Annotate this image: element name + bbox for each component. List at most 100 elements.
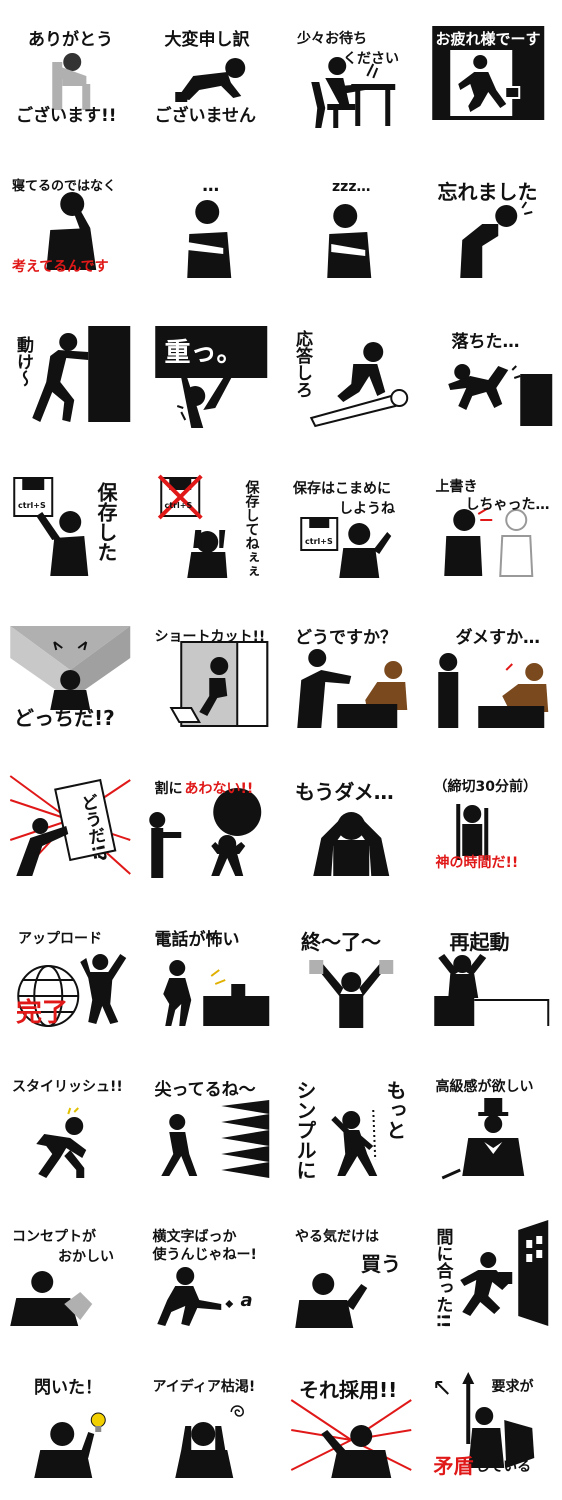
exit-sign-runner-icon <box>431 26 544 120</box>
sticker-doudesuka[interactable]: どうですか？ <box>281 600 422 750</box>
shortcut-door-figure-icon <box>169 641 268 727</box>
overloaded-figure-icon <box>148 788 261 878</box>
sticker-text: 神の時間だ!! <box>435 855 519 871</box>
sticker-text: ショートカット!! <box>154 629 266 645</box>
sticker-shuuryou[interactable]: 終～了～ <box>281 900 422 1050</box>
floppy-label: ctrl+S <box>305 537 333 546</box>
sticker-text: 要求が <box>491 1379 534 1395</box>
sticker-text: 終～了～ <box>301 930 381 954</box>
kneeling-apology-figure-icon <box>174 58 245 102</box>
sticker-text: 完了 <box>16 998 69 1028</box>
sticker-uwagaki[interactable]: 上書き しちゃった… <box>422 450 562 600</box>
running-door-figure-icon <box>459 1220 548 1326</box>
sticker-koukyuu[interactable]: 高級感が欲しい <box>422 1050 562 1200</box>
sticker-hozonshita[interactable]: ctrl+S 保存した <box>0 450 141 600</box>
sticker-simple[interactable]: シンプルに もっと <box>281 1050 422 1200</box>
sticker-text: 応答しろ <box>292 330 312 398</box>
sticker-text: 間に合った!! <box>432 1228 453 1329</box>
sticker-mujun[interactable]: 要求が 矛盾 している <box>422 1350 562 1500</box>
sticker-denwa[interactable]: 電話が怖い <box>141 900 282 1050</box>
sticker-douda[interactable]: どうだ!? <box>0 750 141 900</box>
sticker-text: している <box>475 1459 532 1475</box>
sticker-damesuka[interactable]: ダメすか… <box>422 600 562 750</box>
restart-figure-icon <box>433 954 549 1026</box>
sticker-text: コンセプトが <box>12 1229 96 1245</box>
sticker-text: アイディア枯渇! <box>152 1379 256 1395</box>
globe-upload-figure-icon <box>17 954 127 1027</box>
sticker-maniatta[interactable]: 間に合った!! <box>422 1200 562 1350</box>
sticker-text: ございません <box>154 106 257 126</box>
sticker-kangaeteru[interactable]: 寝てるのではなく 考えてるんです <box>0 150 141 300</box>
sticker-arigatou[interactable]: ありがとう ございます!! <box>0 0 141 150</box>
sticker-omo[interactable]: 重っ。 <box>141 300 282 450</box>
sticker-moushiwake[interactable]: 大変申し訳 ございません <box>141 0 282 150</box>
sticker-text: 買う <box>361 1252 401 1276</box>
sticker-shimekiri[interactable]: （締切30分前） 神の時間だ!! <box>422 750 562 900</box>
sticker-otsukare[interactable]: お疲れ様でーす <box>422 0 562 150</box>
kicking-figure-icon <box>156 1267 233 1326</box>
sticker-text: 上書き <box>435 479 478 495</box>
top-hat-figure-icon <box>441 1098 524 1180</box>
sticker-moudame[interactable]: もうダメ… <box>281 750 422 900</box>
sticker-text: 動け～ <box>13 336 33 387</box>
sticker-wasuremashita[interactable]: 忘れました <box>422 150 562 300</box>
sticker-text: 尖ってるね～ <box>154 1080 256 1100</box>
sticker-yaruki[interactable]: やる気だけは 買う <box>281 1200 422 1350</box>
sticker-warini[interactable]: 割に あわない!! <box>141 750 282 900</box>
sticker-togatteru[interactable]: 尖ってるね～ <box>141 1050 282 1200</box>
sticker-zzz[interactable]: zzz… <box>281 150 422 300</box>
sticker-text: zzz… <box>332 179 371 195</box>
sticker-stylish[interactable]: スタイリッシュ!! <box>0 1050 141 1200</box>
sticker-text: 電話が怖い <box>154 930 240 950</box>
sticker-upload[interactable]: アップロード 完了 <box>0 900 141 1050</box>
sticker-text: それ採用!! <box>299 1378 398 1402</box>
sticker-text: 寝てるのではなく <box>12 179 117 194</box>
floppy-disk-figure-icon <box>13 477 89 576</box>
sticker-dots[interactable]: … <box>141 150 282 300</box>
sticker-text: 保存してねぇぇ <box>243 480 260 578</box>
sticker-ugoke[interactable]: 動け～ <box>0 300 141 450</box>
sticker-saikidou[interactable]: 再起動 <box>422 900 562 1050</box>
sticker-text: 保存した <box>94 482 118 562</box>
sticker-koketsu[interactable]: アイディア枯渇! <box>141 1350 282 1500</box>
sticker-text: おかしい <box>58 1249 114 1265</box>
sticker-outou[interactable]: 応答しろ <box>281 300 422 450</box>
sticker-text: 少々お待ち <box>297 31 367 47</box>
sticker-text: しようね <box>339 501 395 517</box>
sticker-text: シンプルに <box>293 1080 317 1180</box>
sticker-shoushou[interactable]: 少々お待ち ください <box>281 0 422 150</box>
presenting-figure-icon <box>297 649 408 728</box>
sticker-text: … <box>202 176 220 196</box>
sticker-text: どうですか？ <box>295 628 397 648</box>
sticker-text: もっと <box>383 1080 407 1140</box>
sticker-text: あわない!! <box>184 781 254 797</box>
sleeping-figure-icon <box>327 204 372 278</box>
sticker-text: 落ちた… <box>451 332 520 352</box>
despair-figure-icon <box>313 812 390 876</box>
falling-figure-icon <box>447 364 552 426</box>
sticker-text: 割に <box>154 781 183 797</box>
sticker-text: 高級感が欲しい <box>435 1079 534 1095</box>
arrows-choice-figure-icon <box>10 626 131 710</box>
sticker-hirameita[interactable]: 閃いた！ <box>0 1350 141 1500</box>
sticker-komameni[interactable]: ctrl+S 保存はこまめに しようね <box>281 450 422 600</box>
sticker-docchida[interactable]: どっちだ!? <box>0 600 141 750</box>
sticker-text: お疲れ様でーす <box>435 30 541 48</box>
sticker-text: しちゃった… <box>465 497 550 513</box>
sticker-text: スタイリッシュ!! <box>12 1079 123 1095</box>
sticker-concept[interactable]: コンセプトが おかしい <box>0 1200 141 1350</box>
sticker-text: 忘れました <box>437 180 538 204</box>
sticker-saiyou[interactable]: それ採用!! <box>281 1350 422 1500</box>
sticker-ochita[interactable]: 落ちた… <box>422 300 562 450</box>
concept-figure-icon <box>10 1271 93 1326</box>
shield-spear-figure-icon <box>434 1372 534 1468</box>
sticker-hozonshitenee[interactable]: ctrl+S 保存してねぇぇ <box>141 450 282 600</box>
sticker-shortcut[interactable]: ショートカット!! <box>141 600 282 750</box>
thumbs-up-figure-icon <box>295 1273 368 1328</box>
overwrite-ghost-figure-icon <box>443 507 533 577</box>
sticker-yokomoji[interactable]: a 横文字ばっか 使うんじゃねー! <box>141 1200 282 1350</box>
flying-letter: a <box>240 1290 253 1311</box>
sticker-text: ありがとう <box>28 30 113 50</box>
sticker-text: 再起動 <box>449 930 510 954</box>
